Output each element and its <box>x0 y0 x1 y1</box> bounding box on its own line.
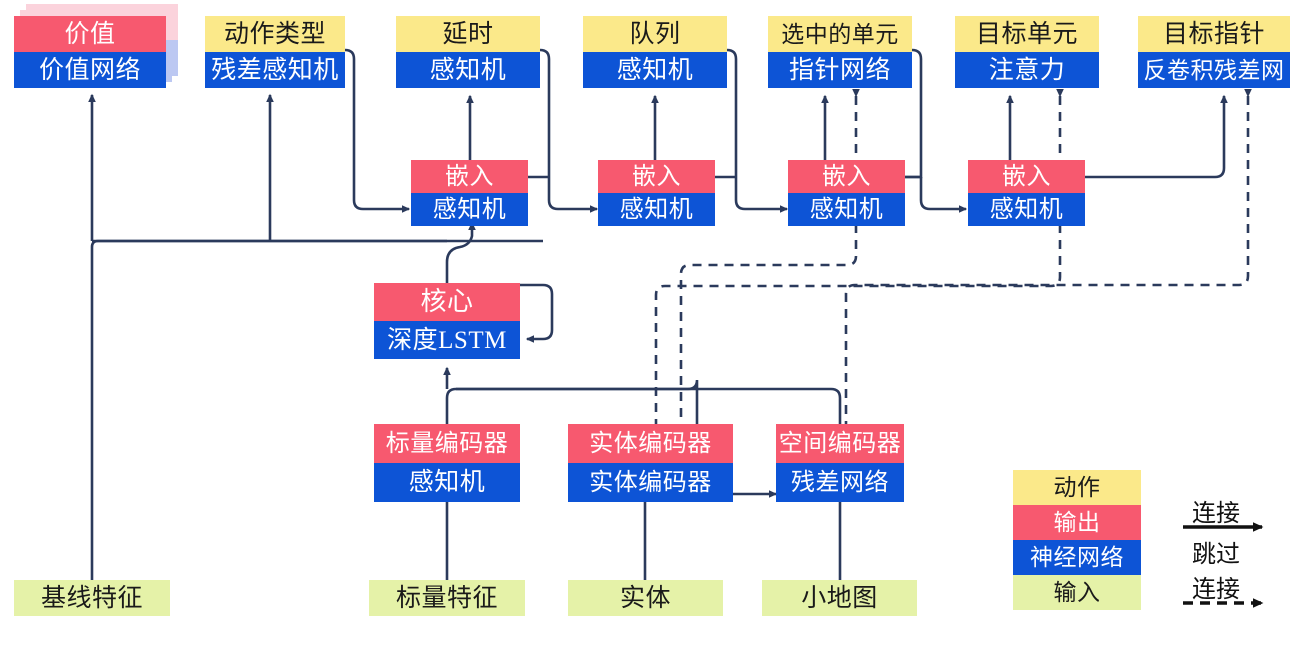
node-queued-action-label: 队列 <box>583 16 727 52</box>
input-baseline-features[interactable]: 基线特征 <box>14 580 170 616</box>
node-embed-3[interactable]: 嵌入 感知机 <box>788 160 905 226</box>
node-embed-1[interactable]: 嵌入 感知机 <box>411 160 528 226</box>
node-embed-4-network-label: 感知机 <box>968 193 1085 226</box>
node-core-network-label: 深度LSTM <box>374 321 520 359</box>
node-delay-action-label: 延时 <box>396 16 540 52</box>
node-embed-3-output-label: 嵌入 <box>788 160 905 193</box>
node-value-output-label: 价值 <box>14 16 166 52</box>
node-queued-network-label: 感知机 <box>583 52 727 88</box>
node-queued[interactable]: 队列 感知机 <box>583 16 727 88</box>
node-spatial-encoder-network-label: 残差网络 <box>776 463 904 502</box>
node-scalar-encoder-output-label: 标量编码器 <box>374 424 520 463</box>
node-action-type-network-label: 残差感知机 <box>205 52 345 88</box>
node-value-network-label: 价值网络 <box>14 52 166 88</box>
node-action-type-action-label: 动作类型 <box>205 16 345 52</box>
node-embed-4[interactable]: 嵌入 感知机 <box>968 160 1085 226</box>
input-minimap[interactable]: 小地图 <box>762 580 917 616</box>
node-scalar-encoder-network-label: 感知机 <box>374 463 520 502</box>
legend-skip-label-line2: 连接 <box>1192 577 1240 603</box>
node-target-point[interactable]: 目标指针 反卷积残差网 <box>1138 16 1290 88</box>
node-target-point-action-label: 目标指针 <box>1138 16 1290 52</box>
node-selected-units-action-label: 选中的单元 <box>768 16 912 52</box>
legend-swatch-action: 动作 <box>1013 470 1141 505</box>
legend-swatch-network: 神经网络 <box>1013 540 1141 575</box>
node-target-unit-action-label: 目标单元 <box>955 16 1099 52</box>
node-spatial-encoder[interactable]: 空间编码器 残差网络 <box>776 424 904 502</box>
node-embed-2-output-label: 嵌入 <box>598 160 715 193</box>
node-scalar-encoder[interactable]: 标量编码器 感知机 <box>374 424 520 502</box>
node-entity-encoder-network-label: 实体编码器 <box>568 463 733 502</box>
legend-connection-label: 连接 <box>1192 501 1240 527</box>
node-embed-1-output-label: 嵌入 <box>411 160 528 193</box>
node-selected-units[interactable]: 选中的单元 指针网络 <box>768 16 912 88</box>
node-embed-4-output-label: 嵌入 <box>968 160 1085 193</box>
node-delay-network-label: 感知机 <box>396 52 540 88</box>
legend-swatch-stack: 动作 输出 神经网络 输入 <box>1013 470 1141 610</box>
input-scalar-features[interactable]: 标量特征 <box>369 580 525 616</box>
node-selected-units-network-label: 指针网络 <box>768 52 912 88</box>
legend-swatch-input: 输入 <box>1013 575 1141 610</box>
node-target-point-network-label: 反卷积残差网 <box>1138 52 1290 88</box>
legend-swatch-output: 输出 <box>1013 505 1141 540</box>
node-target-unit-network-label: 注意力 <box>955 52 1099 88</box>
node-target-unit[interactable]: 目标单元 注意力 <box>955 16 1099 88</box>
node-value[interactable]: 价值 价值网络 <box>14 16 166 88</box>
node-embed-2[interactable]: 嵌入 感知机 <box>598 160 715 226</box>
legend-skip-label-line1: 跳过 <box>1192 542 1240 568</box>
node-embed-2-network-label: 感知机 <box>598 193 715 226</box>
node-core-output-label: 核心 <box>374 283 520 321</box>
node-entity-encoder-output-label: 实体编码器 <box>568 424 733 463</box>
node-embed-1-network-label: 感知机 <box>411 193 528 226</box>
node-action-type[interactable]: 动作类型 残差感知机 <box>205 16 345 88</box>
node-delay[interactable]: 延时 感知机 <box>396 16 540 88</box>
node-core[interactable]: 核心 深度LSTM <box>374 283 520 359</box>
node-entity-encoder[interactable]: 实体编码器 实体编码器 <box>568 424 733 502</box>
node-spatial-encoder-output-label: 空间编码器 <box>776 424 904 463</box>
node-embed-3-network-label: 感知机 <box>788 193 905 226</box>
input-entities[interactable]: 实体 <box>568 580 723 616</box>
skip-connections <box>654 88 1252 424</box>
